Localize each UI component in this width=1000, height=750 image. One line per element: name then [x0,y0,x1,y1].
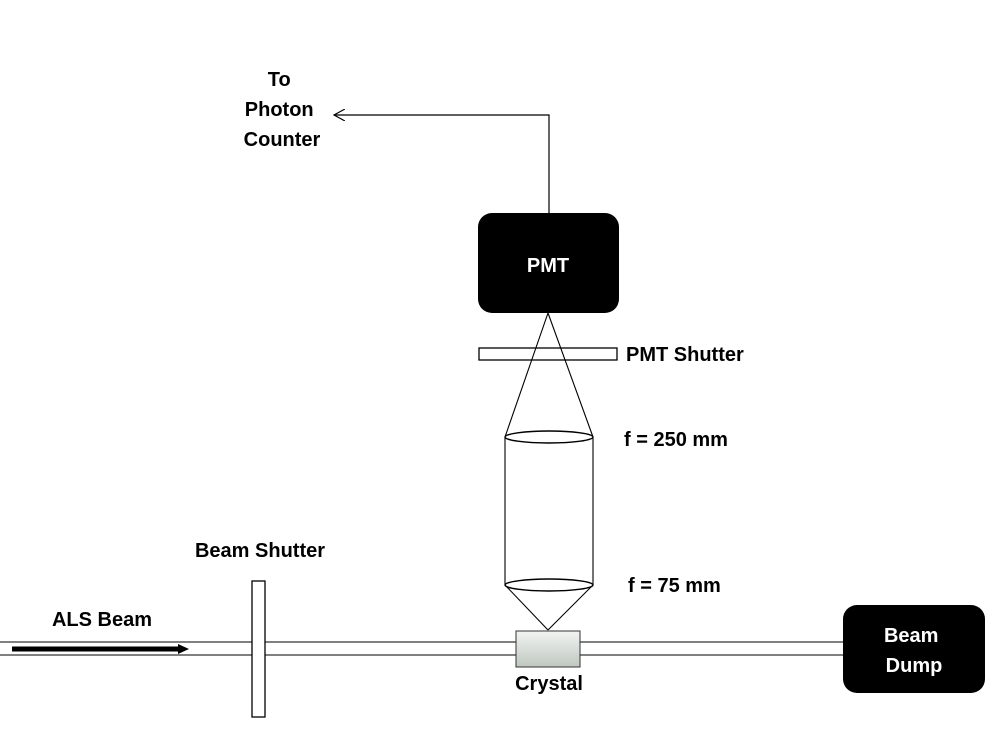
lens-top [504,430,594,444]
cone-line [504,584,549,631]
beam-shutter [251,580,266,718]
lens-top-focal-label: f = 250 mm [624,429,728,451]
lens-bottom-focal-label: f = 75 mm [628,575,721,597]
crystal [515,630,581,668]
pmt-box [478,213,619,313]
cone-line [547,584,594,631]
pmt-shutter-label: PMT Shutter [626,344,744,366]
lens-bottom [504,578,594,592]
beam-dump-box [843,605,985,693]
beam-dump-label: Beam Dump [884,625,944,677]
cone-line [504,312,549,438]
als-beam-arrowhead [178,644,189,654]
pmt-shutter [478,347,618,361]
crystal-label: Crystal [515,673,583,695]
signal-line [334,115,550,213]
als-beam-label: ALS Beam [52,609,152,631]
pmt-label: PMT [527,255,569,277]
cone-line [547,312,594,438]
to-photon-counter-label: To Photon Counter [244,69,321,151]
beam-shutter-label: Beam Shutter [195,540,325,562]
